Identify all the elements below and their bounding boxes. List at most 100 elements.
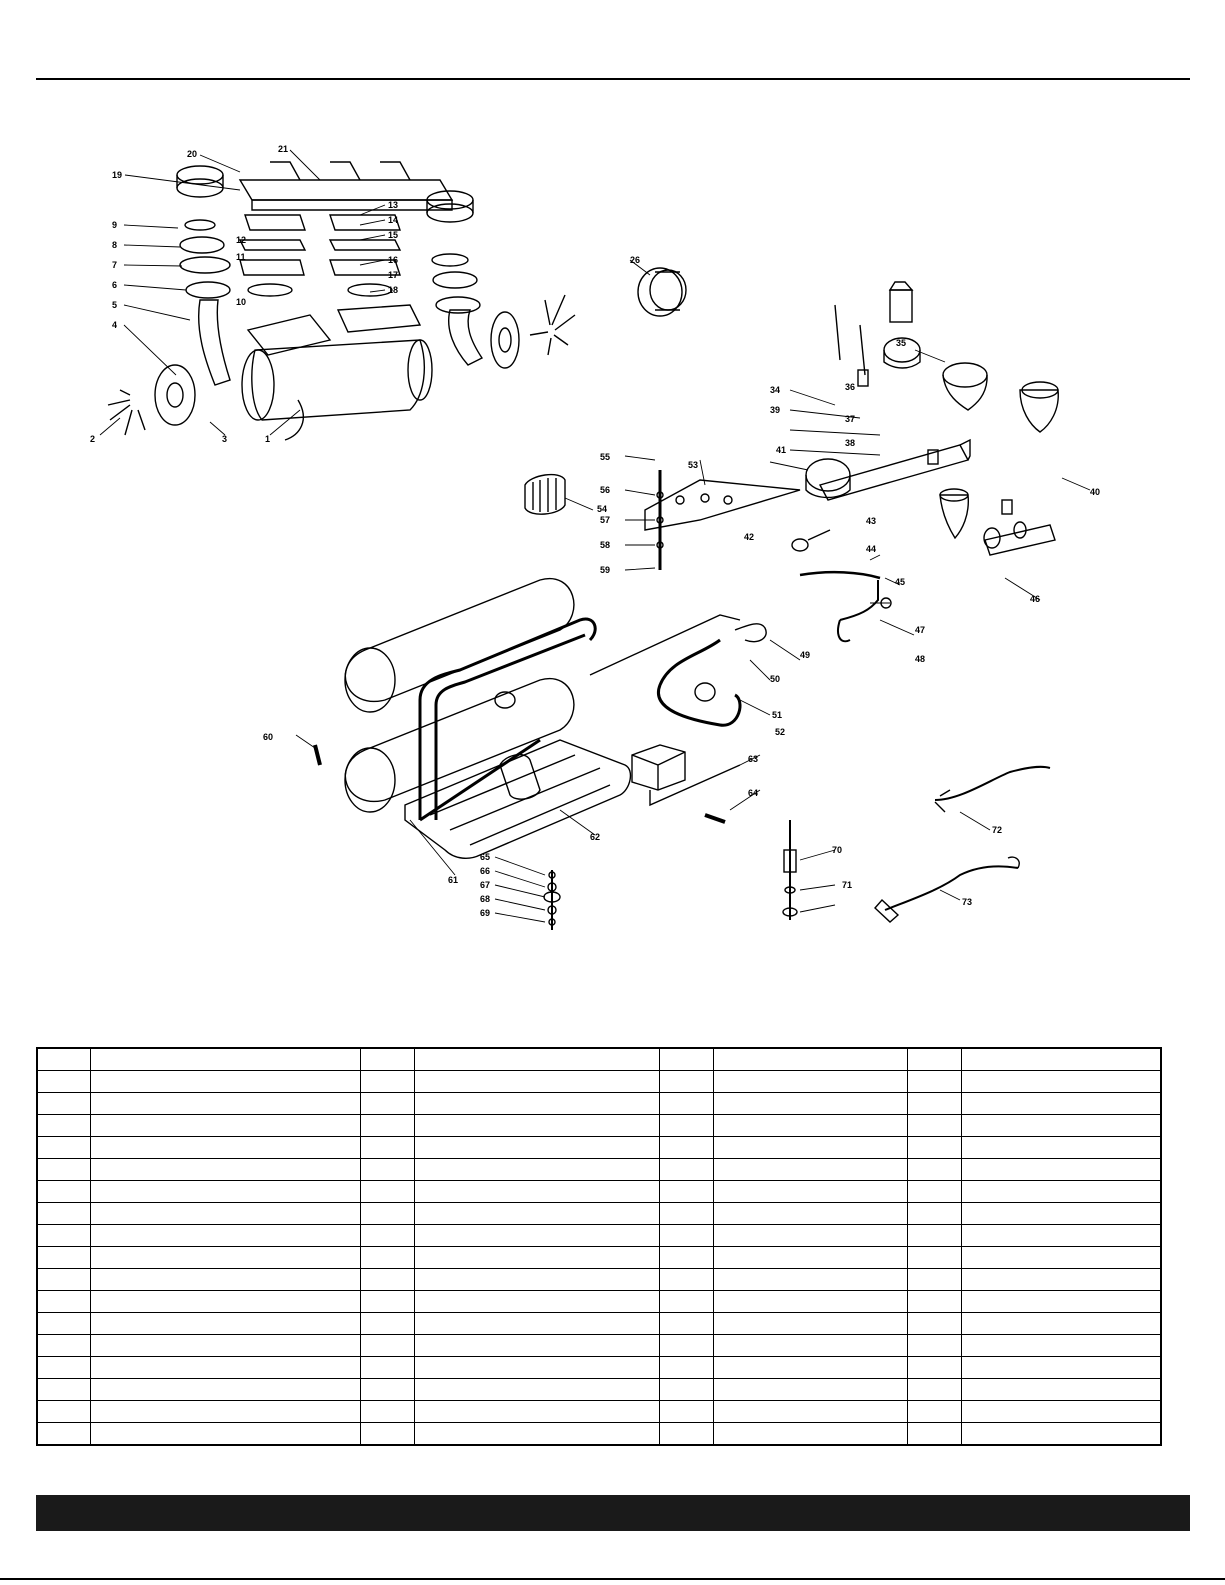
part-number-cell (359, 1378, 415, 1401)
part-description-cell (712, 1312, 908, 1335)
part-description-cell (89, 1070, 361, 1093)
part-number-cell (36, 1246, 91, 1269)
power-cords (874, 765, 1051, 923)
part-number-cell (36, 1224, 91, 1247)
callout-54: 54 (597, 504, 607, 514)
part-number-cell (36, 1356, 91, 1379)
callout-65: 65 (480, 852, 490, 862)
table-row (36, 1047, 1162, 1071)
part-description-cell (712, 1224, 908, 1247)
part-description-cell (89, 1334, 361, 1357)
part-description-cell (960, 1180, 1162, 1203)
part-number-cell (658, 1422, 714, 1446)
callout-9: 9 (112, 220, 117, 230)
part-number-cell (906, 1158, 962, 1181)
callout-44: 44 (866, 544, 876, 554)
part-description-cell (413, 1047, 660, 1071)
part-description-cell (413, 1070, 660, 1093)
part-description-cell (89, 1290, 361, 1313)
part-number-cell (658, 1356, 714, 1379)
callout-64: 64 (748, 788, 758, 798)
part-description-cell (960, 1290, 1162, 1313)
part-number-cell (36, 1180, 91, 1203)
callout-16: 16 (388, 255, 398, 265)
callout-35: 35 (896, 338, 906, 348)
part-number-cell (906, 1246, 962, 1269)
part-description-cell (712, 1158, 908, 1181)
part-number-cell (36, 1202, 91, 1225)
part-description-cell (413, 1312, 660, 1335)
part-description-cell (89, 1158, 361, 1181)
part-number-cell (658, 1290, 714, 1313)
part-number-cell (36, 1114, 91, 1137)
part-number-cell (906, 1356, 962, 1379)
callout-20: 20 (187, 149, 197, 159)
part-number-cell (36, 1070, 91, 1093)
part-description-cell (712, 1356, 908, 1379)
footer-rule (0, 1578, 1225, 1580)
callout-46: 46 (1030, 594, 1040, 604)
part-number-cell (906, 1202, 962, 1225)
part-number-cell (359, 1047, 415, 1071)
callout-36: 36 (845, 382, 855, 392)
part-number-cell (658, 1400, 714, 1423)
table-row (36, 1334, 1162, 1357)
part-description-cell (712, 1422, 908, 1446)
callout-47: 47 (915, 625, 925, 635)
part-number-cell (658, 1070, 714, 1093)
part-number-cell (36, 1422, 91, 1446)
part-description-cell (712, 1334, 908, 1357)
part-number-cell (36, 1158, 91, 1181)
callout-11: 11 (236, 252, 246, 262)
part-description-cell (89, 1136, 361, 1159)
table-row (36, 1268, 1162, 1291)
part-description-cell (960, 1378, 1162, 1401)
part-description-cell (712, 1268, 908, 1291)
leader-lines (99, 149, 1091, 923)
callout-3: 3 (222, 434, 227, 444)
part-description-cell (413, 1400, 660, 1423)
table-row (36, 1114, 1162, 1137)
callout-69: 69 (480, 908, 490, 918)
part-number-cell (658, 1136, 714, 1159)
part-number-cell (658, 1158, 714, 1181)
table-row (36, 1136, 1162, 1159)
part-description-cell (960, 1312, 1162, 1335)
callout-57: 57 (600, 515, 610, 525)
part-number-cell (36, 1268, 91, 1291)
part-description-cell (960, 1400, 1162, 1423)
callout-73: 73 (962, 897, 972, 907)
part-description-cell (413, 1136, 660, 1159)
part-number-cell (359, 1268, 415, 1291)
part-description-cell (712, 1246, 908, 1269)
part-number-cell (906, 1378, 962, 1401)
callout-10: 10 (236, 297, 246, 307)
part-number-cell (906, 1070, 962, 1093)
part-number-cell (906, 1400, 962, 1423)
part-number-cell (359, 1422, 415, 1446)
part-number-cell (906, 1334, 962, 1357)
callout-13: 13 (388, 200, 398, 210)
callout-59: 59 (600, 565, 610, 575)
part-description-cell (960, 1158, 1162, 1181)
part-number-cell (658, 1224, 714, 1247)
callout-58: 58 (600, 540, 610, 550)
callout-60: 60 (263, 732, 273, 742)
table-row (36, 1290, 1162, 1313)
callout-12: 12 (236, 235, 246, 245)
callout-19: 19 (112, 170, 122, 180)
table-row (36, 1224, 1162, 1247)
callout-67: 67 (480, 880, 490, 890)
callout-49: 49 (800, 650, 810, 660)
callout-1: 1 (265, 434, 270, 444)
part-description-cell (712, 1290, 908, 1313)
part-description-cell (413, 1092, 660, 1115)
part-description-cell (89, 1356, 361, 1379)
part-number-cell (906, 1047, 962, 1071)
table-row (36, 1400, 1162, 1423)
callout-53: 53 (688, 460, 698, 470)
part-description-cell (712, 1136, 908, 1159)
callout-45: 45 (895, 577, 905, 587)
drain-valve (313, 744, 798, 930)
part-number-cell (36, 1136, 91, 1159)
